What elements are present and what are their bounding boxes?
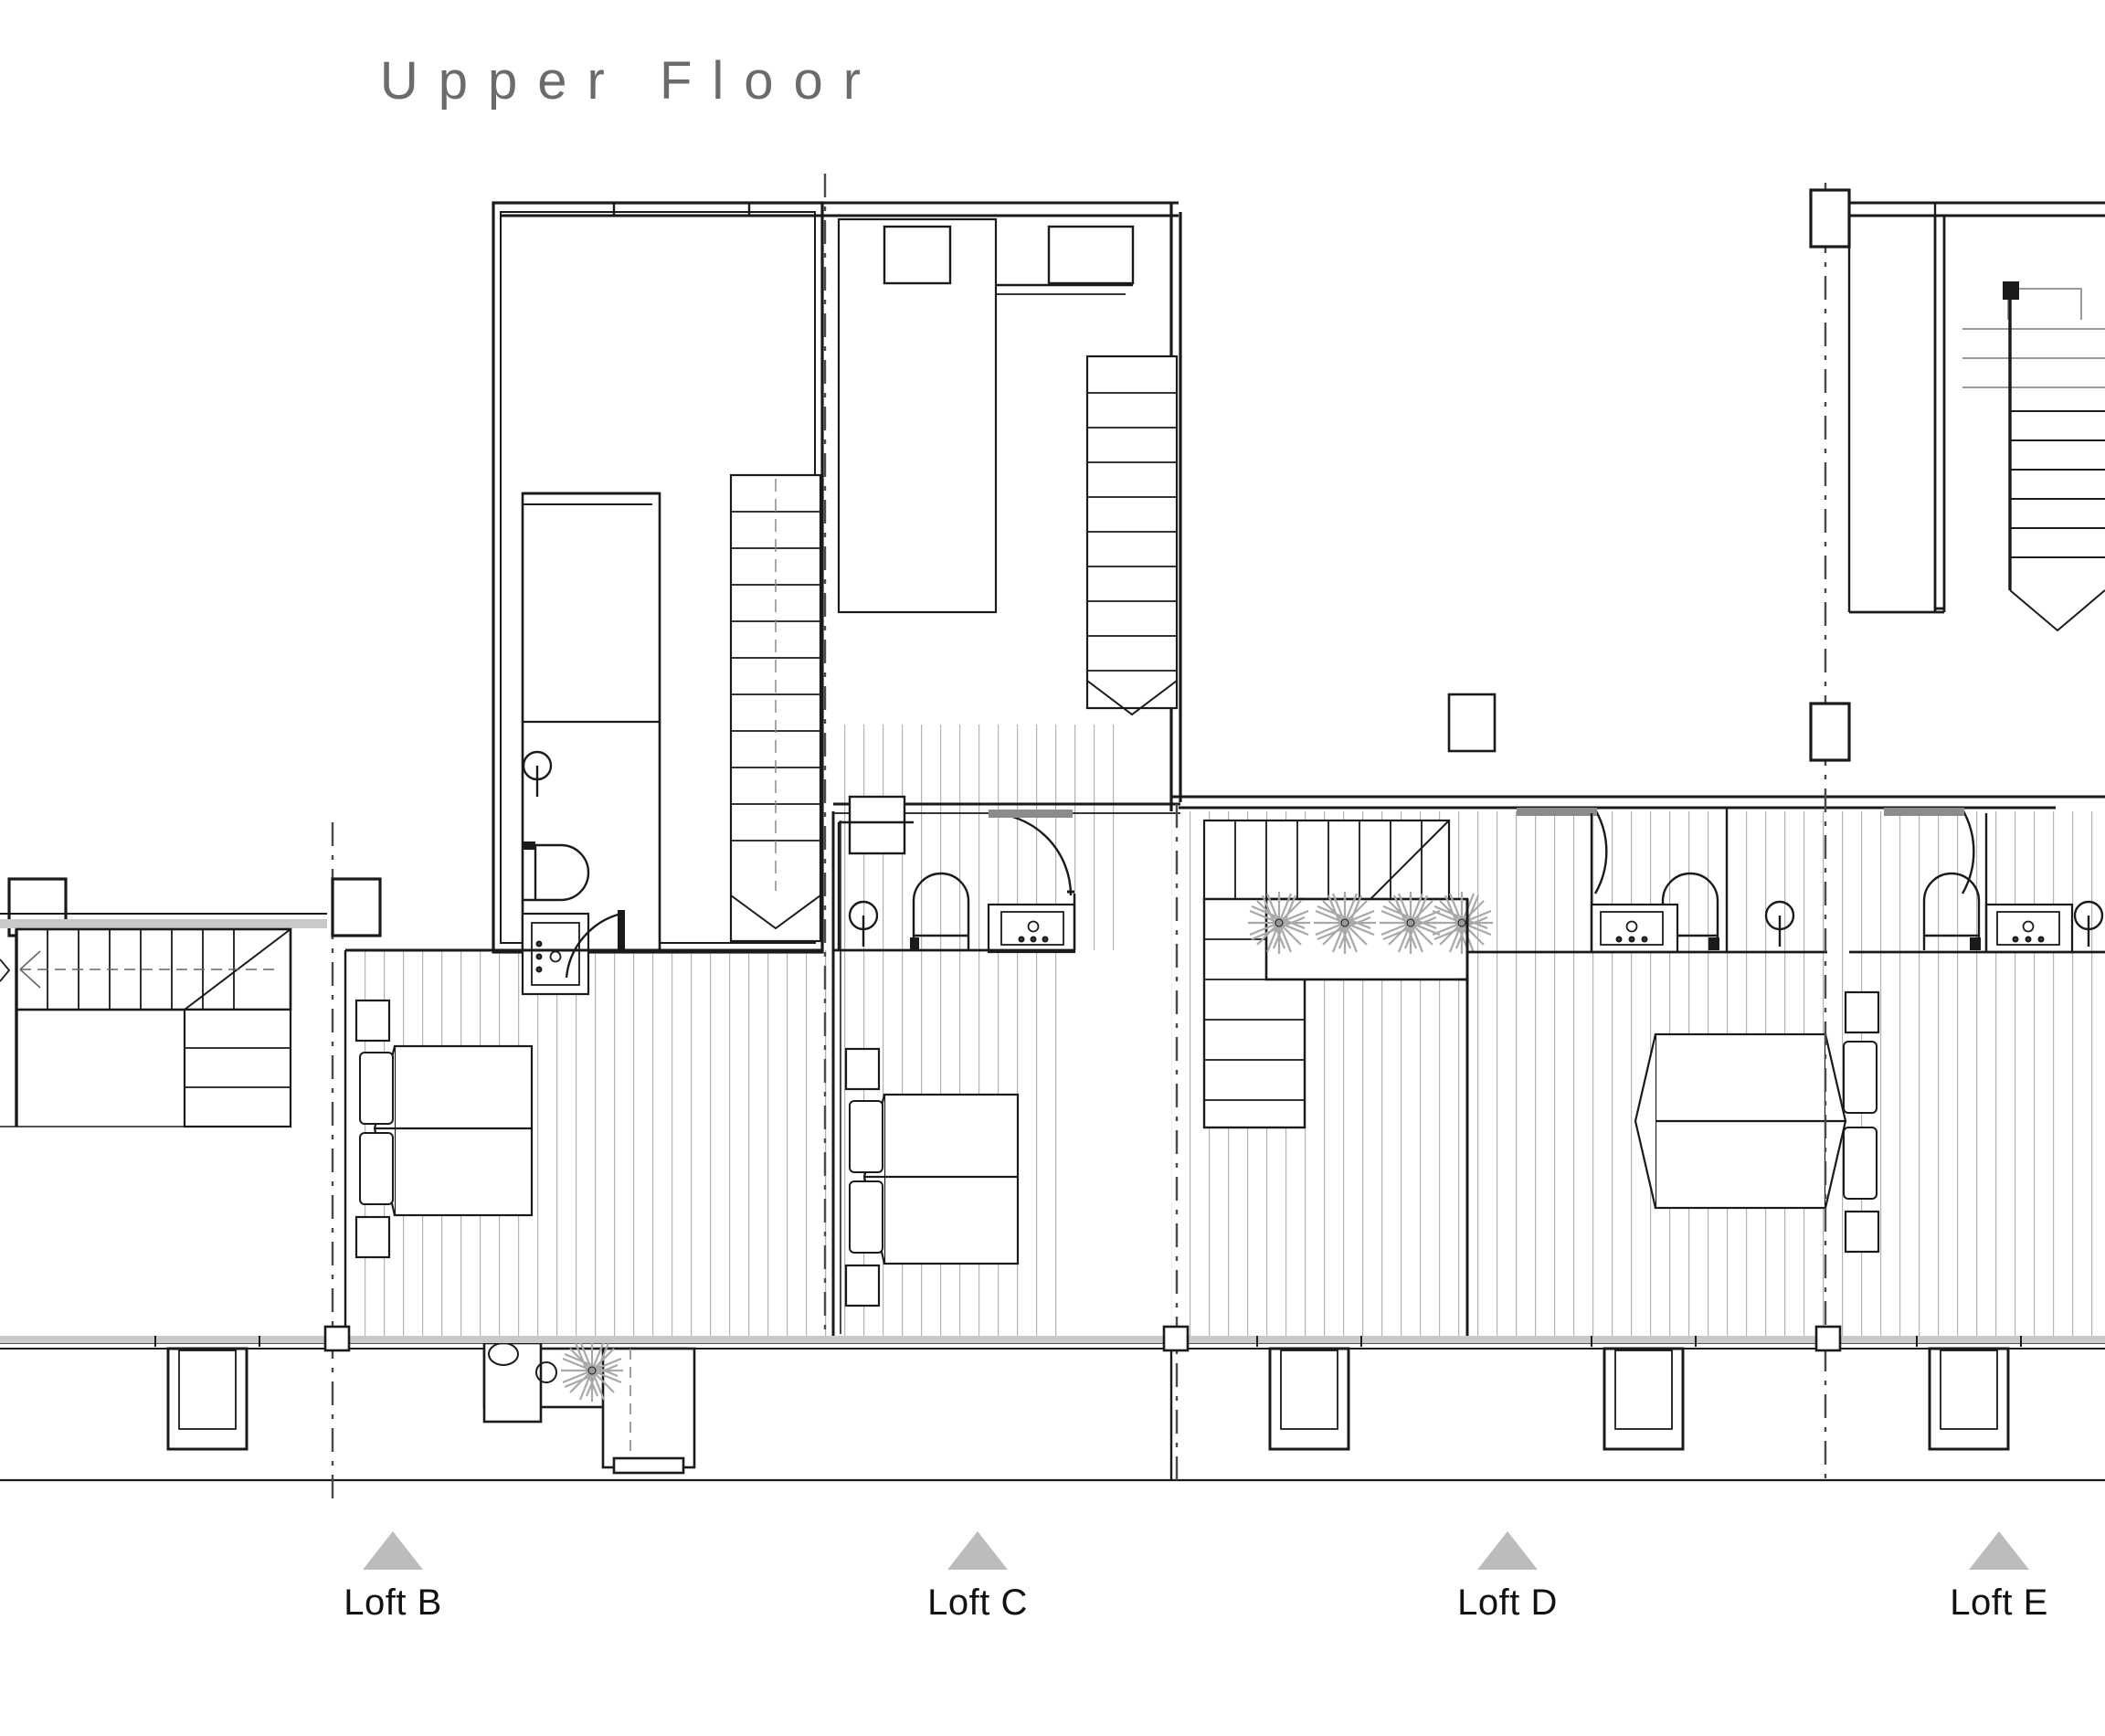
loft-b-fixtures bbox=[521, 750, 590, 996]
planter-inner-lines bbox=[178, 1350, 1998, 1430]
loft-d-plan bbox=[1169, 693, 2105, 1480]
loft-e-fixtures bbox=[1849, 808, 2105, 954]
loft-label: Loft E bbox=[1950, 1583, 2048, 1623]
planters-below-wall bbox=[166, 1347, 2010, 1451]
loft-e-stair bbox=[1962, 281, 2105, 704]
triangle-marker-icon bbox=[1969, 1531, 2029, 1570]
loft-e-plan bbox=[1847, 201, 2105, 954]
loft-marker-e[interactable]: Loft E bbox=[1862, 1531, 2105, 1624]
plant-icon bbox=[1429, 890, 1495, 956]
loft-a-fragment bbox=[0, 877, 327, 1128]
triangle-marker-icon bbox=[363, 1531, 423, 1570]
loft-c-door bbox=[988, 810, 1074, 896]
plant-icon bbox=[1312, 890, 1378, 956]
loft-c-stair bbox=[1085, 355, 1179, 716]
loft-c-plan bbox=[831, 203, 1182, 1342]
page-title: Upper Floor bbox=[379, 51, 882, 111]
plant-icon bbox=[1246, 890, 1312, 956]
loft-d-door bbox=[1517, 808, 1608, 894]
triangle-marker-icon bbox=[1477, 1531, 1538, 1570]
bottom-wall-column-markers bbox=[323, 1325, 1842, 1352]
loft-c-bed bbox=[844, 1047, 1020, 1307]
loft-d-bed bbox=[1634, 990, 1880, 1254]
loft-label: Loft C bbox=[927, 1583, 1028, 1623]
loft-label: Loft B bbox=[344, 1583, 442, 1623]
loft-label: Loft D bbox=[1457, 1583, 1558, 1623]
bottom-wall-ticks bbox=[154, 1336, 2022, 1347]
loft-b-door bbox=[565, 910, 625, 979]
loft-marker-c[interactable]: Loft C bbox=[841, 1531, 1115, 1624]
loft-marker-b[interactable]: Loft B bbox=[256, 1531, 530, 1624]
loft-b-plan bbox=[344, 201, 1179, 1475]
triangle-marker-icon bbox=[947, 1531, 1008, 1570]
loft-marker-d[interactable]: Loft D bbox=[1370, 1531, 1645, 1624]
loft-c-fixtures bbox=[848, 872, 1076, 954]
loft-b-bed bbox=[354, 999, 534, 1259]
loft-d-fixtures bbox=[1467, 808, 1827, 954]
plant-icon bbox=[559, 1338, 625, 1403]
loft-e-door bbox=[1884, 808, 1975, 894]
loft-b-stair bbox=[729, 473, 822, 943]
